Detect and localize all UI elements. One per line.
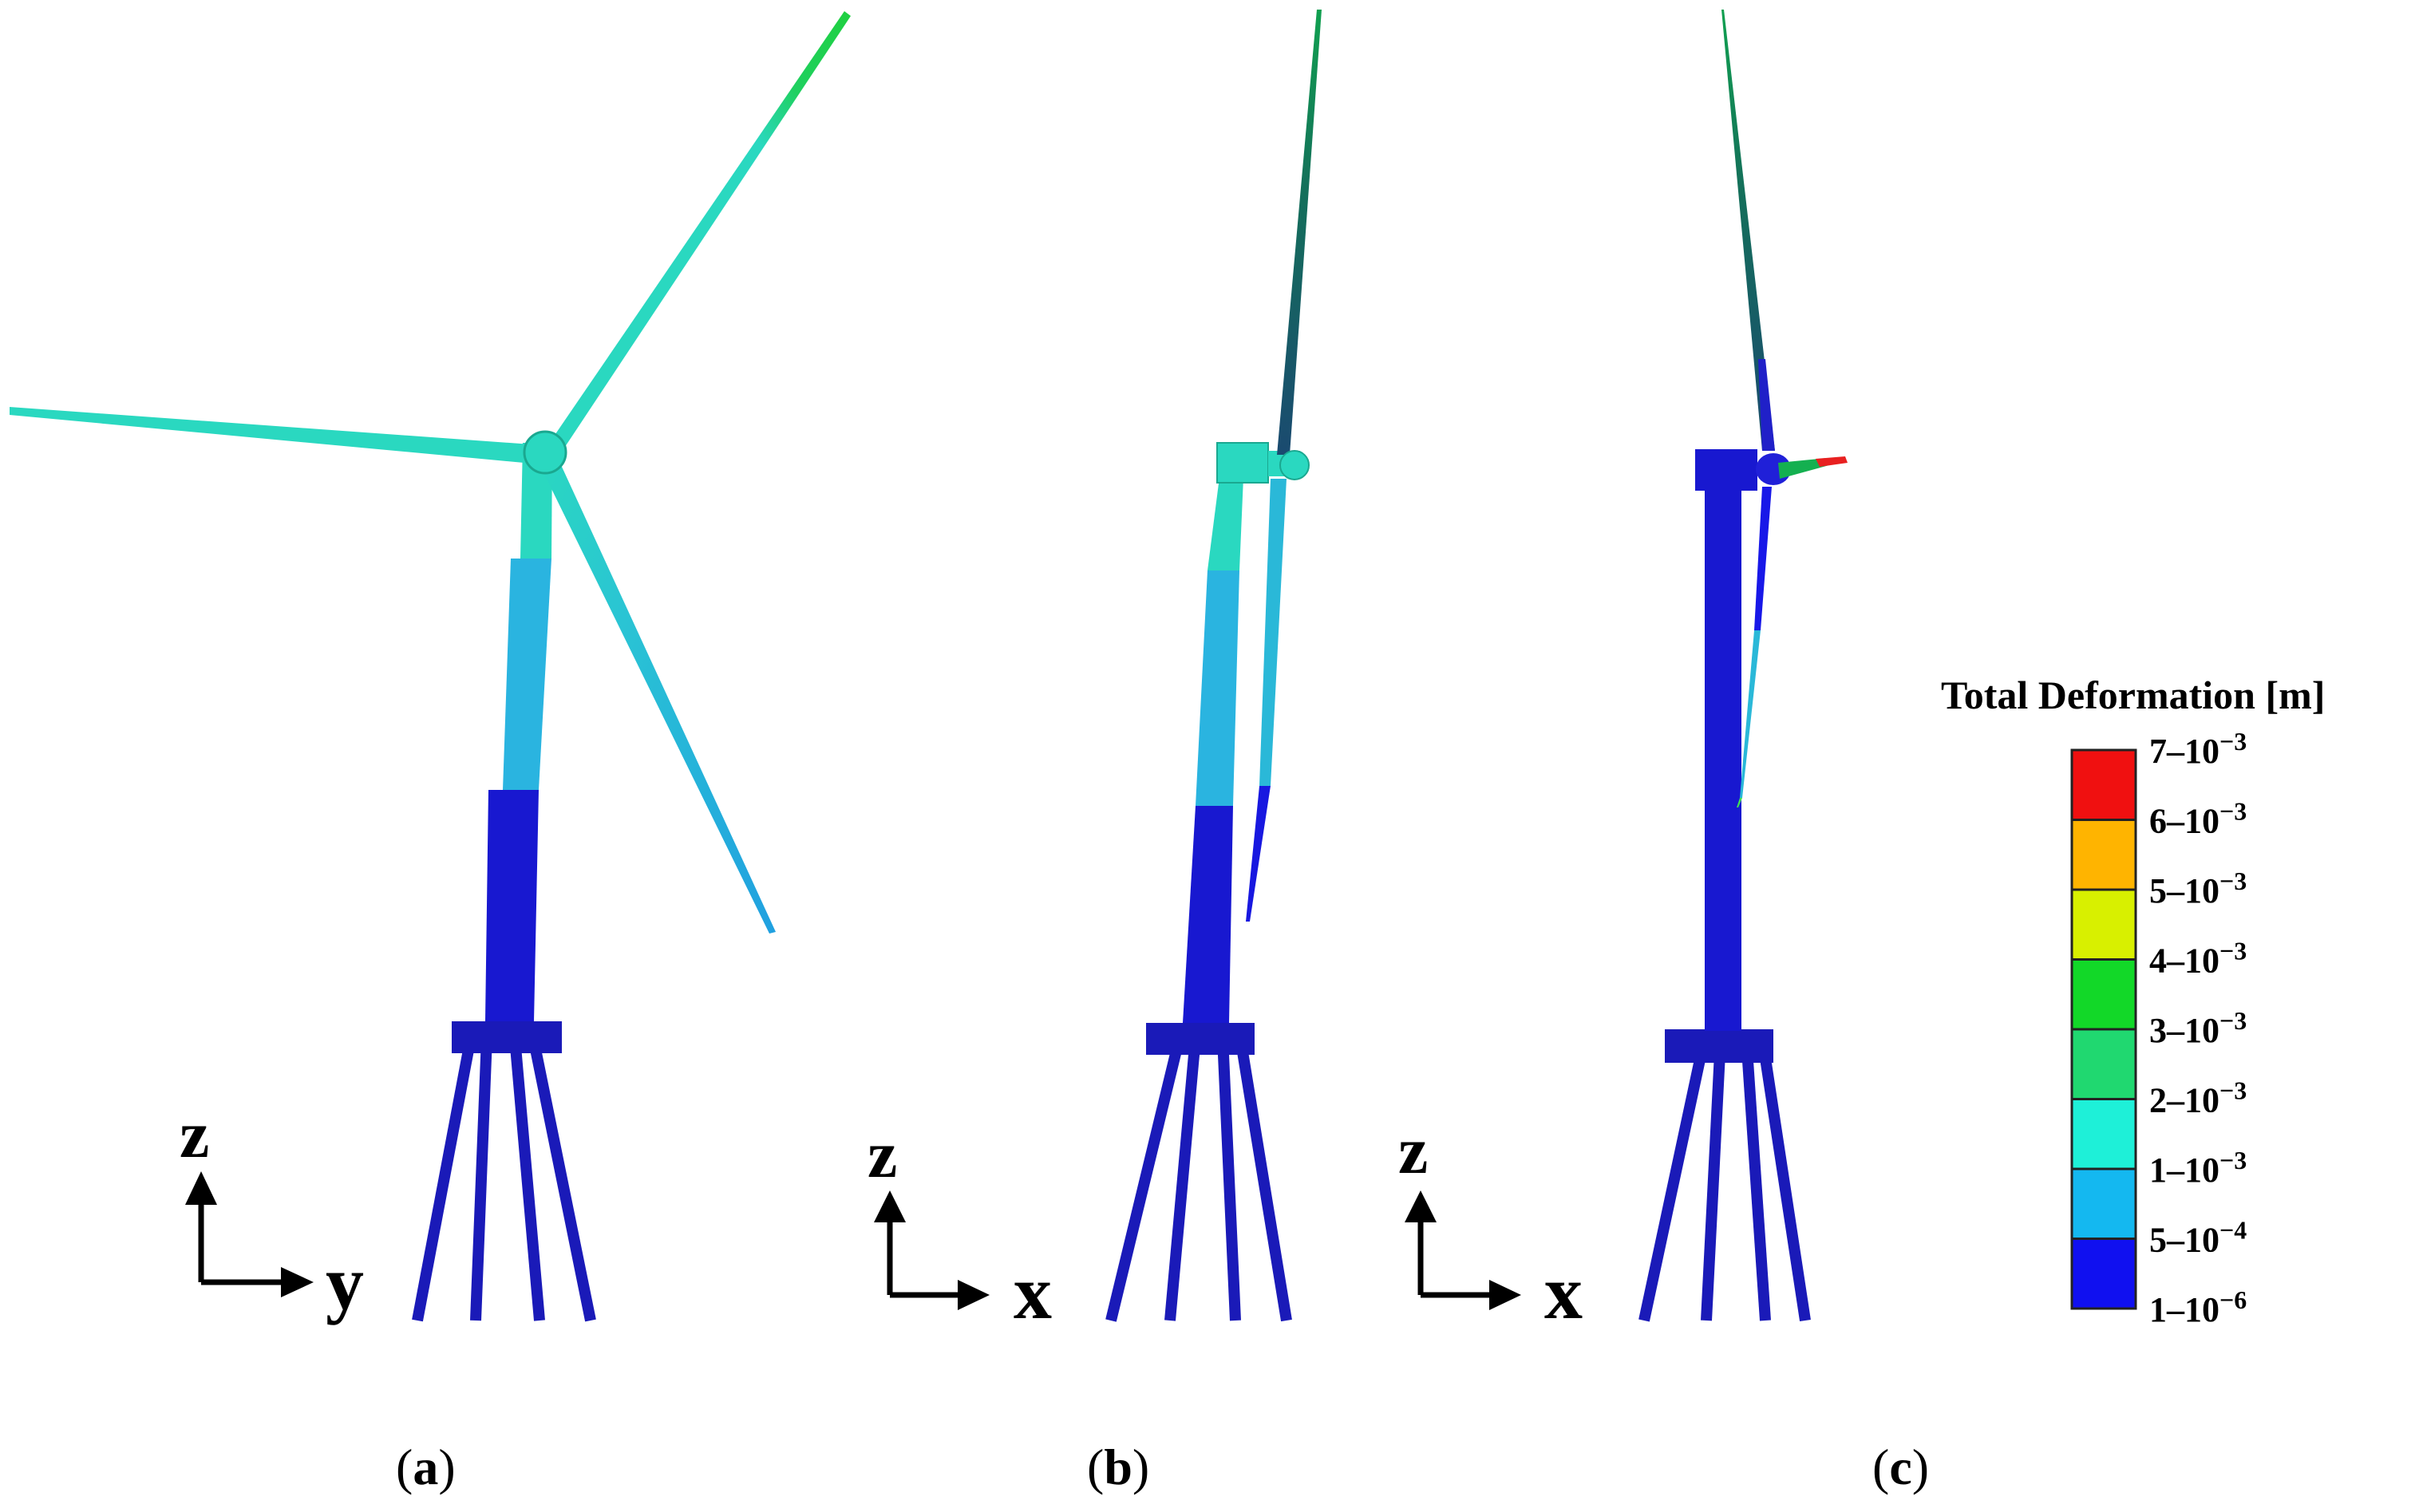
legend-label-6: 1–10−3 <box>2149 1146 2247 1190</box>
legend-band-4 <box>2070 1028 2137 1100</box>
legend-label-2: 5–10−3 <box>2149 867 2247 910</box>
panel-b-label: (b) <box>1087 1439 1149 1495</box>
panel-a-transition-piece <box>452 1021 562 1053</box>
panel-c-blade-down-lower <box>1740 630 1761 798</box>
legend-band-5 <box>2070 1098 2137 1171</box>
panel-b-blade-down-lower <box>1246 786 1271 922</box>
panel-b-transition-piece <box>1146 1023 1255 1055</box>
legend-label-5: 2–10−3 <box>2149 1076 2247 1120</box>
panel-a-tower-base <box>485 790 539 1021</box>
panel-a-piles <box>412 1036 596 1322</box>
panel-b-axis-x-label: x <box>1014 1249 1052 1335</box>
panel-a-hub <box>523 430 567 475</box>
deformation-legend: Total Deformation [m] 7–10−3 6–10−3 5–10−3… <box>1941 673 2325 1329</box>
legend-band-7 <box>2070 1238 2137 1310</box>
panel-b-piles <box>1105 1036 1292 1322</box>
legend-label-8: 1–10−6 <box>2149 1285 2247 1329</box>
panel-b-axis-triad: z x <box>868 1118 1052 1335</box>
panel-a-blade-up <box>547 11 851 456</box>
legend-title: Total Deformation [m] <box>1941 673 2325 717</box>
panel-b-tower-mid <box>1196 570 1239 806</box>
panel-b-hub <box>1279 450 1310 480</box>
panel-b-nacelle <box>1216 442 1269 484</box>
panel-c-label: (c) <box>1872 1439 1929 1495</box>
panel-c-nacelle <box>1695 449 1757 491</box>
legend-label-3: 4–10−3 <box>2149 937 2247 981</box>
panel-a-axis-y-label: y <box>326 1240 364 1325</box>
panel-b-blade-up <box>1277 10 1322 455</box>
panel-a-axis-triad: z y <box>180 1098 364 1325</box>
panel-c-blade-down-upper <box>1754 487 1772 630</box>
panel-b-blade-down-upper <box>1259 479 1287 786</box>
panel-b-axis-z-label: z <box>868 1118 897 1192</box>
panel-c-axis-x-label: x <box>1544 1249 1583 1335</box>
panel-a-blade-down <box>539 456 776 934</box>
panel-c-blade-up <box>1721 10 1775 451</box>
panel-b-tower-base <box>1183 806 1233 1023</box>
panel-c-tower <box>1705 488 1741 1031</box>
legend-label-0: 7–10−3 <box>2149 727 2247 771</box>
legend-label-4: 3–10−3 <box>2149 1006 2247 1050</box>
panel-c-turbine <box>1638 10 1848 1322</box>
panel-c-piles <box>1638 1036 1811 1322</box>
panel-c-transition-piece <box>1665 1029 1773 1063</box>
legend-band-1 <box>2070 819 2137 891</box>
panel-c-axis-z-label: z <box>1398 1114 1428 1188</box>
panel-a-turbine <box>10 11 851 1322</box>
panel-a-label: (a) <box>396 1439 456 1495</box>
legend-band-6 <box>2070 1167 2137 1240</box>
legend-band-2 <box>2070 888 2137 961</box>
panel-a-blade-left <box>10 407 543 464</box>
panel-a-axis-z-label: z <box>180 1098 209 1172</box>
legend-band-3 <box>2070 958 2137 1031</box>
panel-c-axis-triad: z x <box>1398 1114 1583 1335</box>
legend-band-0 <box>2070 748 2137 821</box>
legend-color-bar <box>2070 748 2137 1310</box>
legend-label-7: 5–10−4 <box>2149 1216 2247 1260</box>
panel-b-turbine <box>1105 10 1322 1322</box>
legend-label-1: 6–10−3 <box>2149 797 2247 841</box>
panel-b-tower-top <box>1208 477 1243 570</box>
legend-labels: 7–10−3 6–10−3 5–10−3 4–10−3 3–10−3 2–10−3 1–10… <box>2149 727 2247 1329</box>
panel-a-tower-mid <box>503 559 551 790</box>
